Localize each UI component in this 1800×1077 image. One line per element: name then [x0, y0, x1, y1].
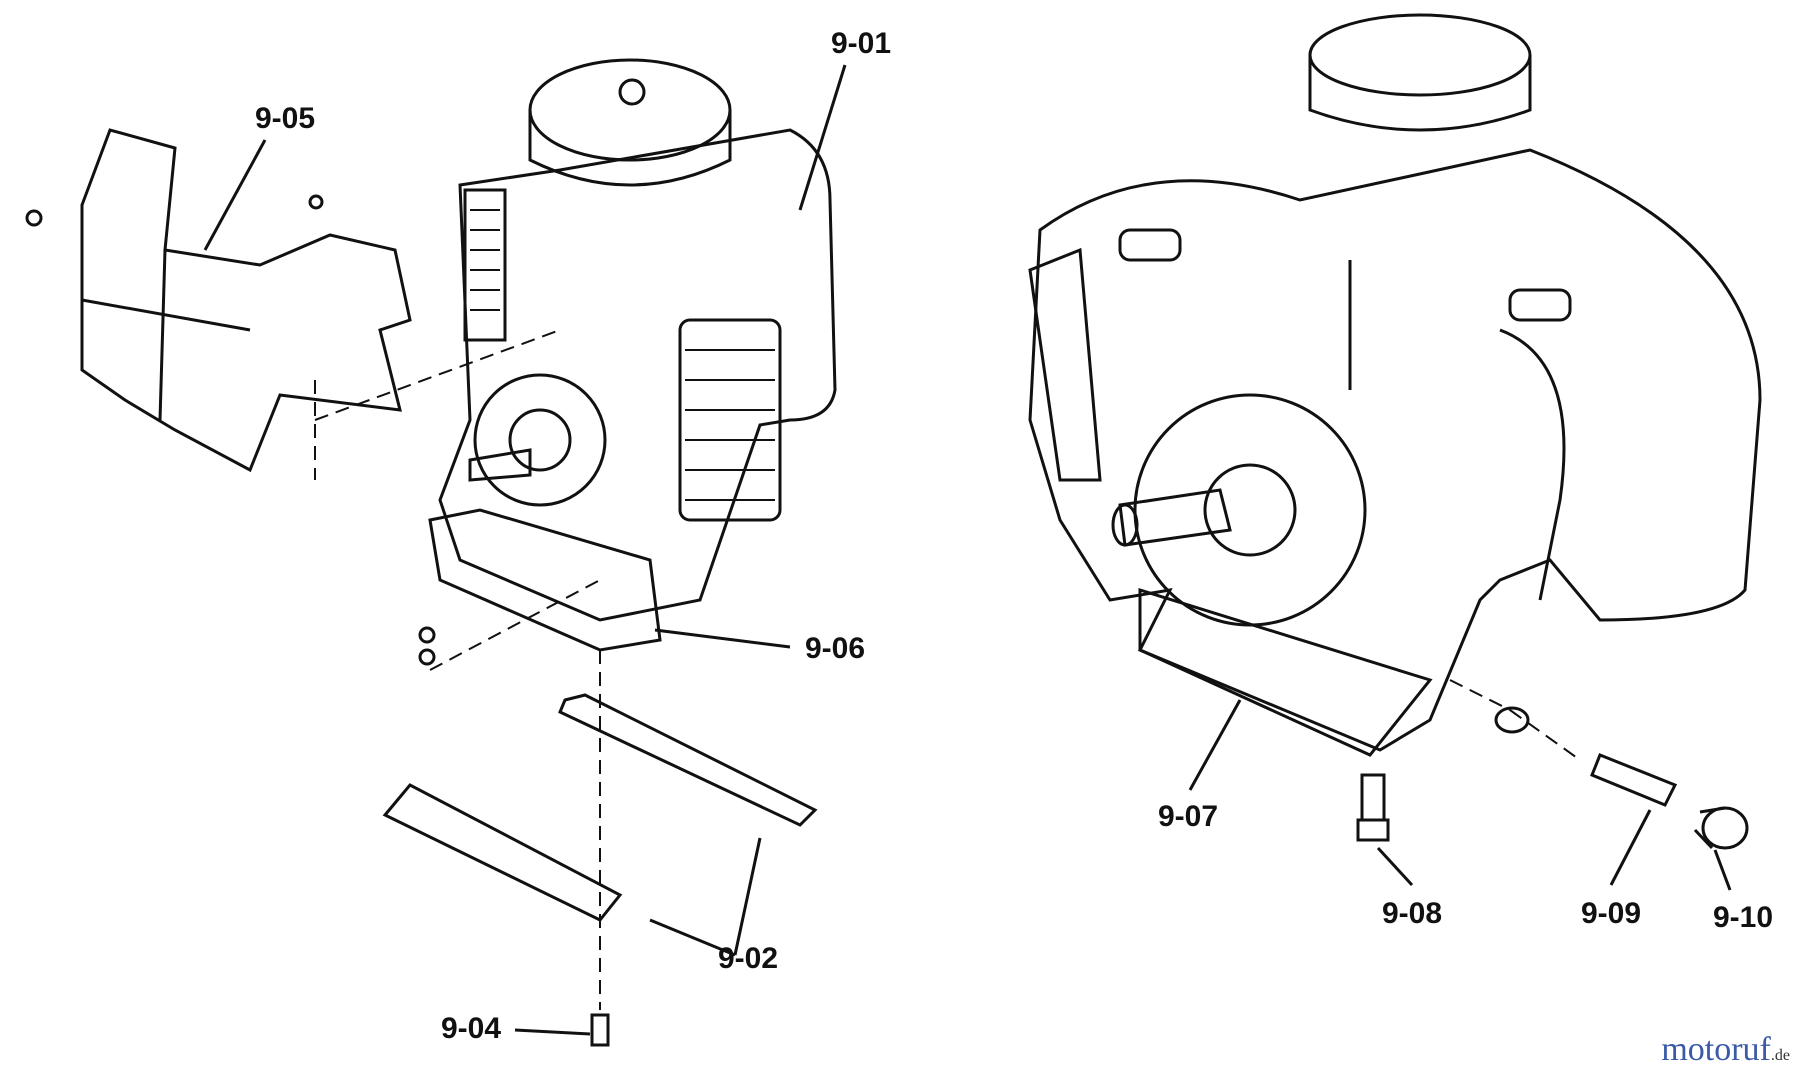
shield-part-9-05 [25, 128, 412, 473]
callout-9-01: 9-01 [830, 27, 892, 60]
assembly-leader-lines [314, 329, 601, 1010]
callout-9-05: 9-05 [254, 102, 316, 135]
label-leaders [203, 64, 1732, 1036]
watermark-tld: .de [1770, 1047, 1790, 1064]
engine-left [428, 58, 837, 652]
bolt-part-9-08 [1356, 773, 1390, 842]
engine-right [1028, 13, 1762, 757]
callout-9-04: 9-04 [440, 1012, 502, 1045]
rail-part-9-02 [382, 693, 818, 922]
stud-part-9-09 [1590, 753, 1678, 807]
callout-9-06: 9-06 [804, 632, 866, 665]
callout-9-10: 9-10 [1712, 901, 1774, 934]
nut-part [1494, 706, 1530, 734]
watermark-brand: motoruf [1661, 1031, 1771, 1068]
callout-9-08: 9-08 [1381, 897, 1443, 930]
bolt-part-9-04 [590, 1013, 610, 1047]
right-leader-lines [1449, 679, 1581, 761]
cap-part-9-10 [1693, 806, 1749, 850]
callout-9-09: 9-09 [1580, 897, 1642, 930]
callout-9-02: 9-02 [717, 942, 779, 975]
watermark-logo: motoruf.de [1661, 1031, 1790, 1069]
callout-9-07: 9-07 [1157, 800, 1219, 833]
